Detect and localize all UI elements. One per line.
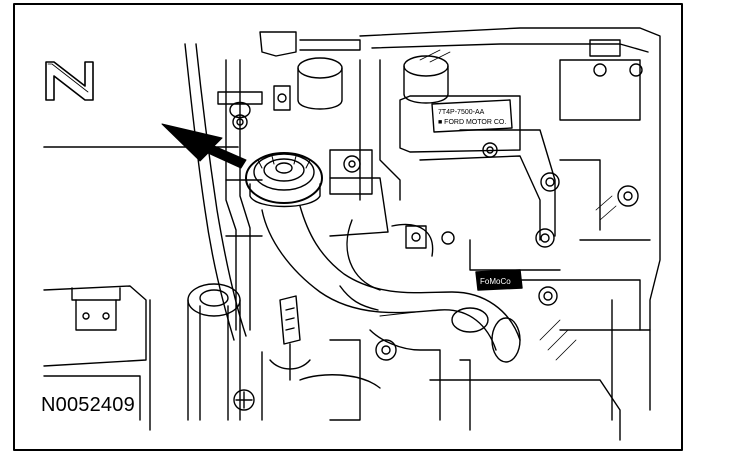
reservoir-cap [245,152,323,208]
left-structure [184,43,263,341]
part-number-text: 7T4P-7500-AA [438,109,485,116]
figure-id-label: N0052409 [41,394,135,416]
orientation-letter [45,61,94,101]
figure-border [13,3,683,451]
filler-hose [261,177,521,363]
part-number-plate: 7T4P-7500-AA ■ FORD MOTOR CO. [431,99,513,133]
fomoco-text: FoMoCo [480,277,511,286]
dipstick-tube [187,283,241,421]
lower-left-components [43,285,151,431]
callout-arrow [161,123,247,169]
hatching [419,49,617,361]
upper-hoses [259,31,449,111]
lower-structure [233,311,471,431]
sensor-connector [261,295,311,421]
fomoco-plate: FoMoCo [475,269,523,291]
transmission-housing [359,27,661,441]
housing-bolts [441,63,643,306]
manufacturer-text: ■ FORD MOTOR CO. [438,119,506,126]
center-bracket [329,149,427,249]
